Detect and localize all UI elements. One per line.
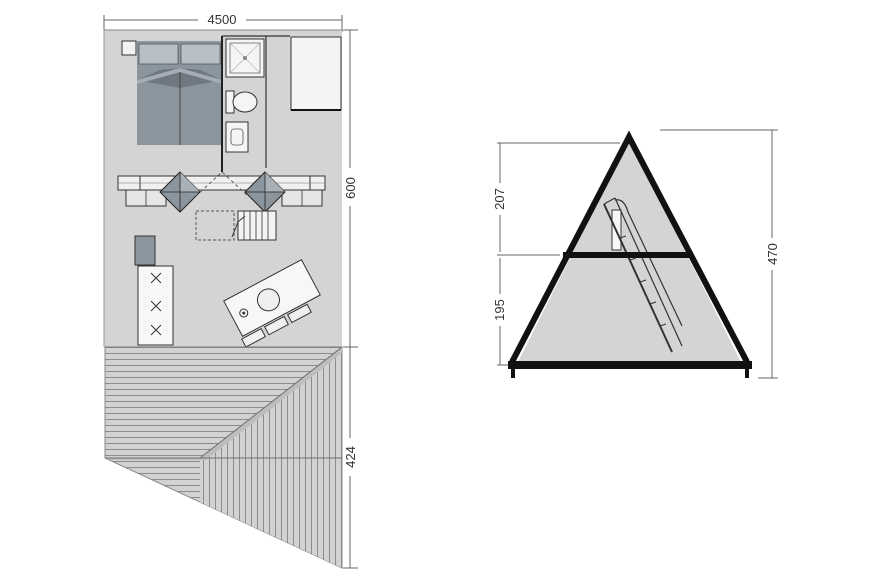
cross-section: 207 195 470 — [491, 129, 781, 379]
kitchen-counter — [137, 265, 174, 346]
dining-table — [223, 259, 321, 348]
pendant-lamp-left — [159, 171, 201, 213]
right-foot — [745, 369, 749, 378]
left-foot — [511, 369, 515, 378]
section-dimensions: 207 195 470 — [491, 129, 781, 379]
loft-floor-beam — [563, 252, 693, 258]
total-height-label: 470 — [765, 243, 780, 265]
upper-height-label: 207 — [492, 188, 507, 210]
floor-plan: 4500 600 424 — [103, 11, 359, 569]
base-beam — [508, 361, 752, 369]
section-interior — [518, 140, 741, 362]
nightstand — [121, 40, 137, 56]
width-dimension: 4500 — [103, 11, 343, 32]
interior-length-label: 600 — [343, 177, 358, 199]
wardrobe — [290, 36, 342, 111]
width-label: 4500 — [208, 12, 237, 27]
a-frame-roof — [509, 130, 750, 364]
washbasin — [225, 121, 249, 153]
double-bed — [137, 41, 222, 145]
length-dimension: 600 424 — [343, 29, 359, 569]
terrace-deck — [104, 346, 343, 569]
shower — [225, 38, 265, 78]
pendant-lamp-right — [244, 171, 286, 213]
toilet — [225, 90, 258, 114]
lower-height-label: 195 — [492, 299, 507, 321]
loft-ladder — [603, 197, 683, 353]
deck-length-label: 424 — [343, 446, 358, 468]
fridge — [134, 235, 156, 266]
hob-burners — [150, 272, 162, 336]
staircase — [195, 210, 277, 241]
